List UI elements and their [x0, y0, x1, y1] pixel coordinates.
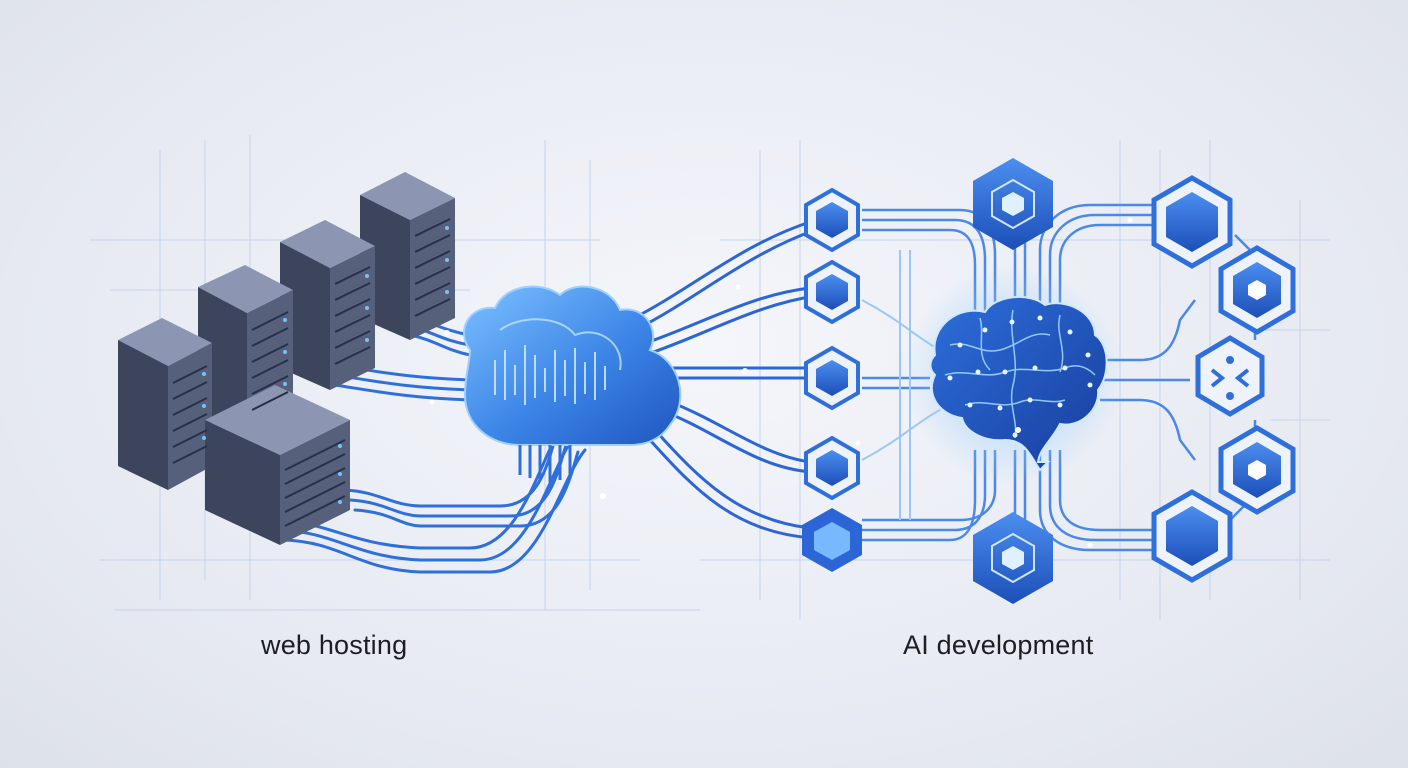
- ai-development-label: AI development: [903, 630, 1094, 660]
- glow-sparkles: [429, 217, 1133, 548]
- hexagon-node-icon: [802, 158, 1296, 604]
- cloud-icon: [463, 285, 682, 482]
- server-status-lights: [202, 226, 449, 504]
- brain-icon: [903, 265, 1123, 485]
- web-hosting-label: web hosting: [261, 630, 408, 660]
- server-drive-slots: [172, 218, 451, 527]
- server-rack-icon: [118, 172, 455, 545]
- cloud-to-node-cables: [628, 220, 817, 540]
